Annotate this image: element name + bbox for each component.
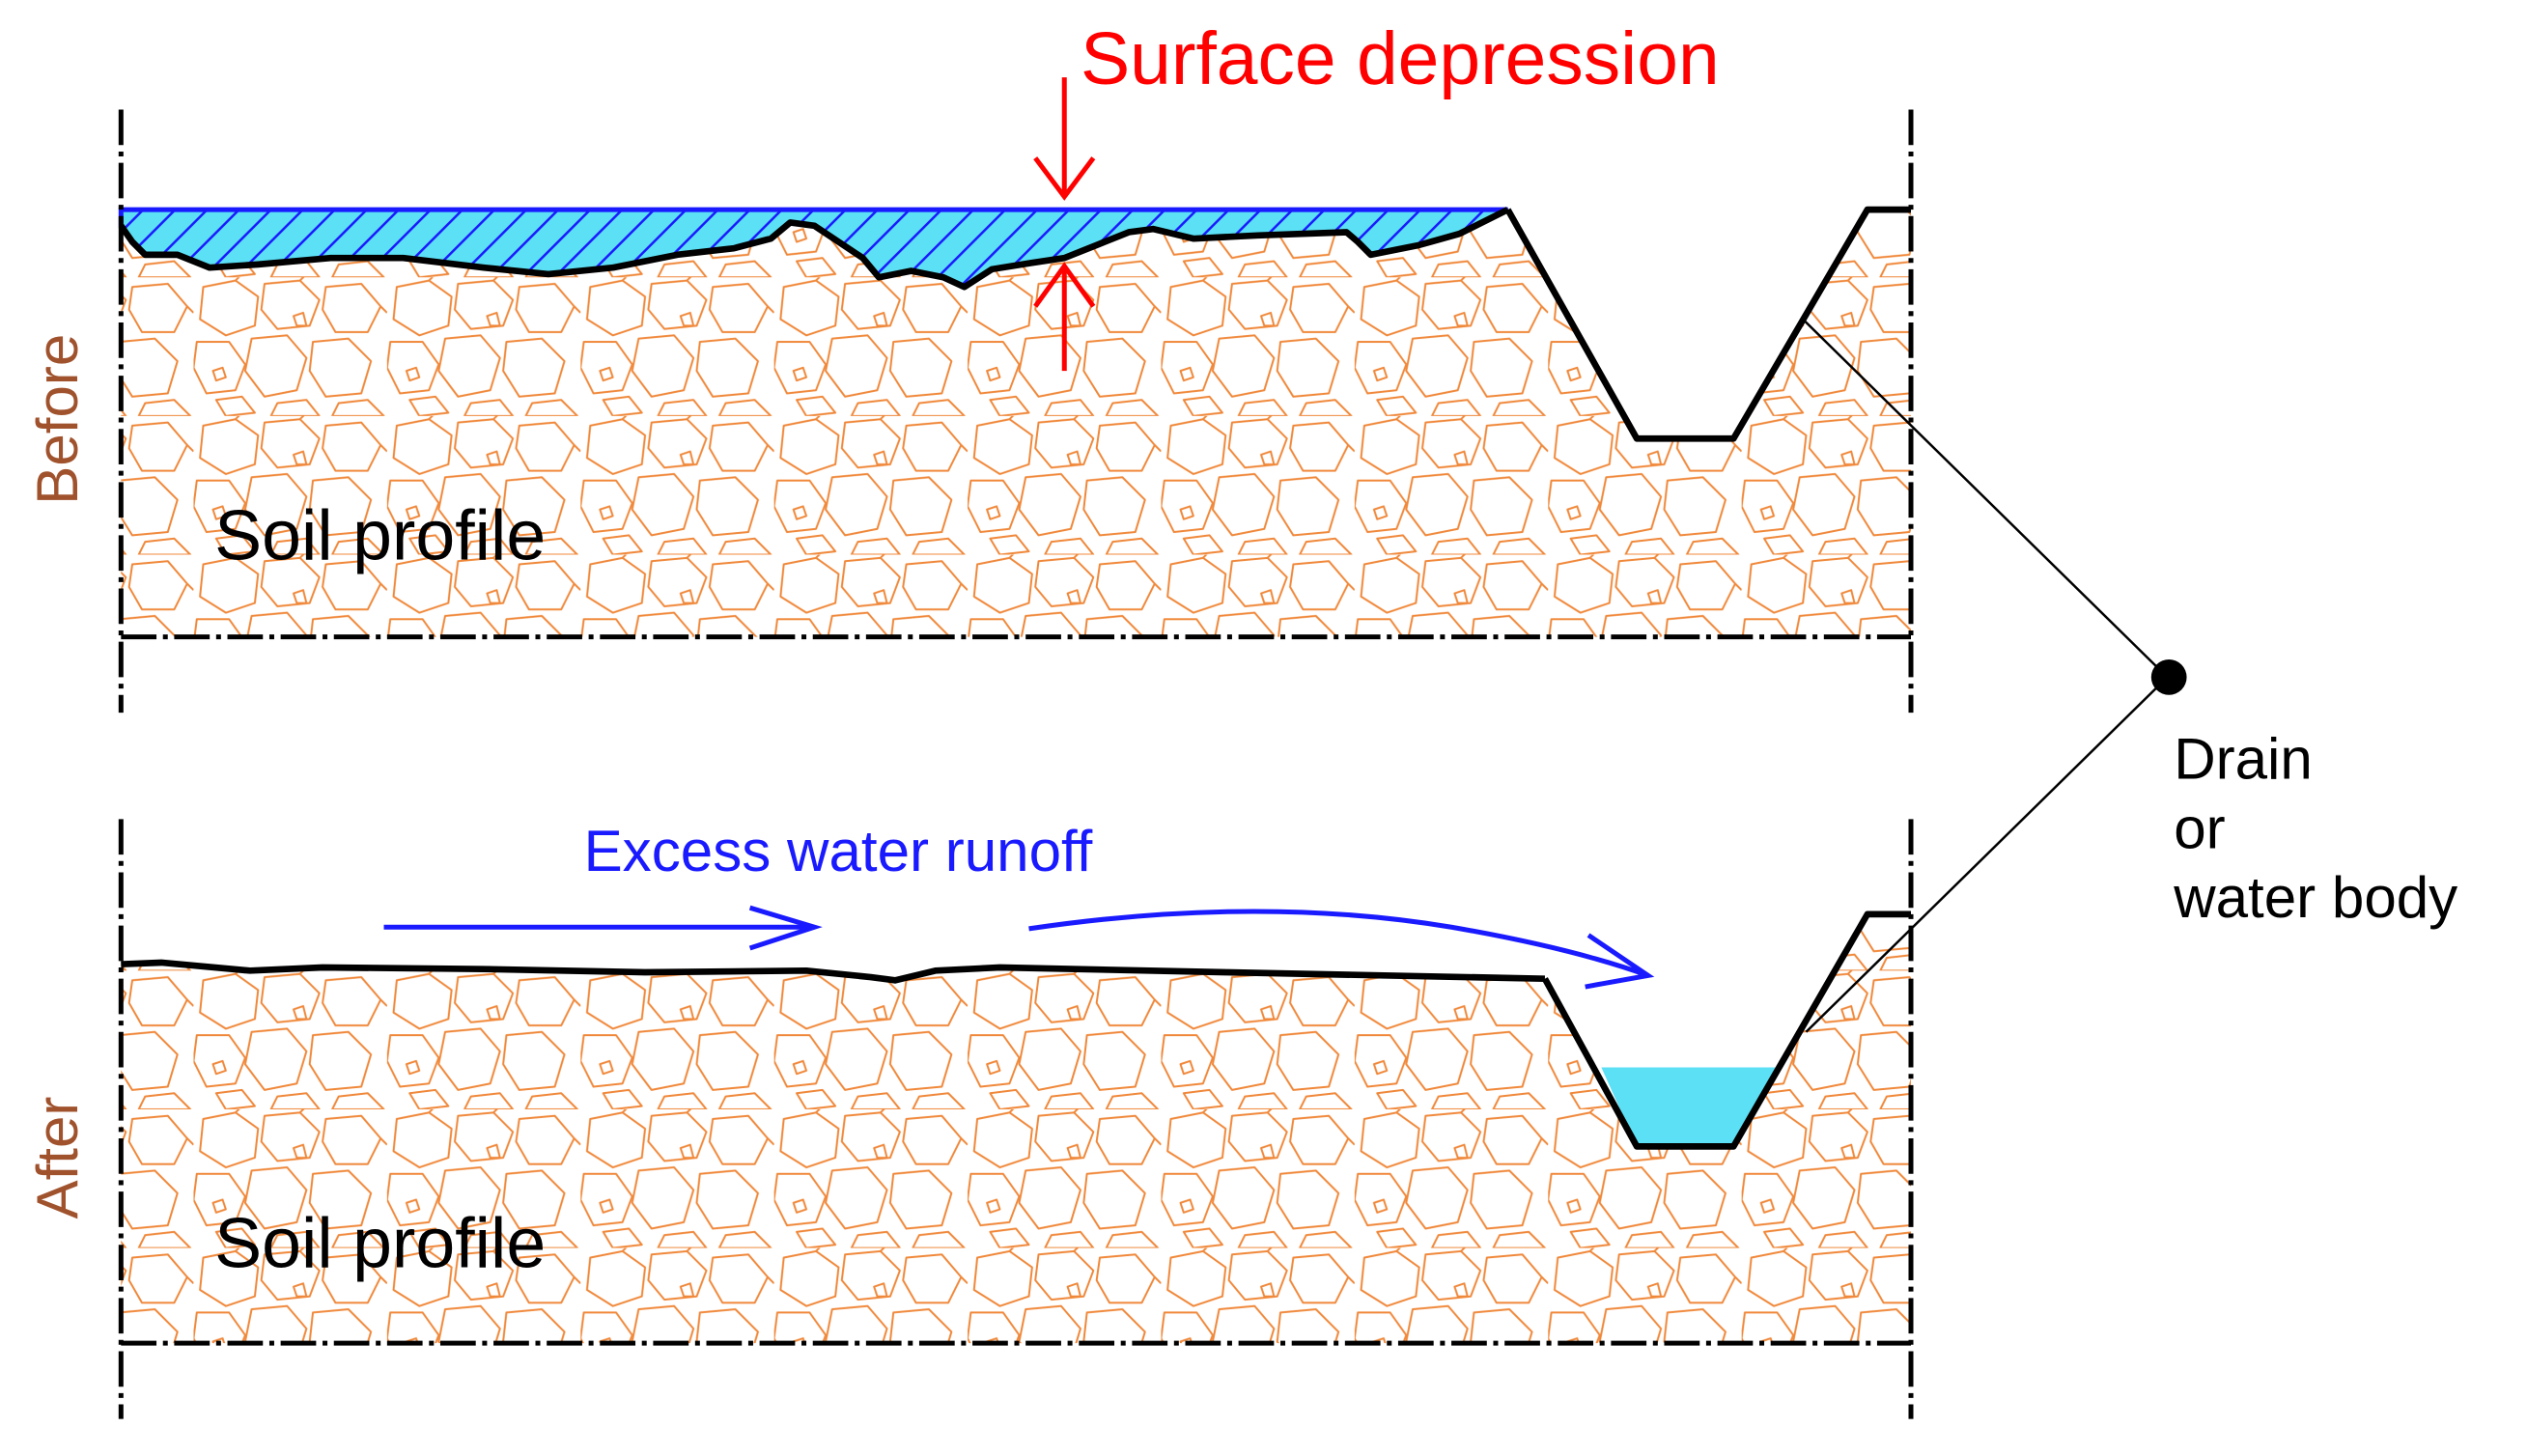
drain-label-line3: water body [2173, 865, 2457, 930]
after-frame [118, 819, 1914, 1419]
before-ditch-outline [1504, 206, 1912, 442]
drain-callout: Drain or water body [1802, 318, 2457, 1033]
before-panel: Surface depression Soil profile Before [25, 17, 1914, 714]
before-surface-line [118, 207, 1509, 291]
before-frame [118, 109, 1914, 714]
ditch-water [1601, 1067, 1776, 1147]
after-soil-fill [121, 913, 1912, 1344]
runoff-arrow-curved [1028, 909, 1649, 978]
drain-label-line2: or [2174, 796, 2225, 860]
surface-depression-label: Surface depression [1081, 17, 1720, 100]
drain-label-line1: Drain [2174, 727, 2313, 792]
runoff-arrows [383, 905, 1655, 990]
soil-profile-label-after: Soil profile [214, 1203, 546, 1283]
callout-dot [2150, 659, 2187, 695]
after-ditch-outline [1541, 910, 1912, 1150]
after-surface-line [121, 959, 1545, 984]
after-panel: Excess water runoff Soil profile After [25, 819, 1914, 1419]
callout-leader-bottom [1805, 676, 2169, 1033]
before-soil-fill [121, 210, 1912, 637]
soil-profile-label-before: Soil profile [214, 494, 546, 574]
before-label: Before [25, 334, 90, 505]
after-label: After [25, 1097, 90, 1219]
depression-arrows [1033, 77, 1096, 372]
excess-water-runoff-label: Excess water runoff [584, 819, 1093, 883]
callout-leader-top [1802, 318, 2169, 679]
